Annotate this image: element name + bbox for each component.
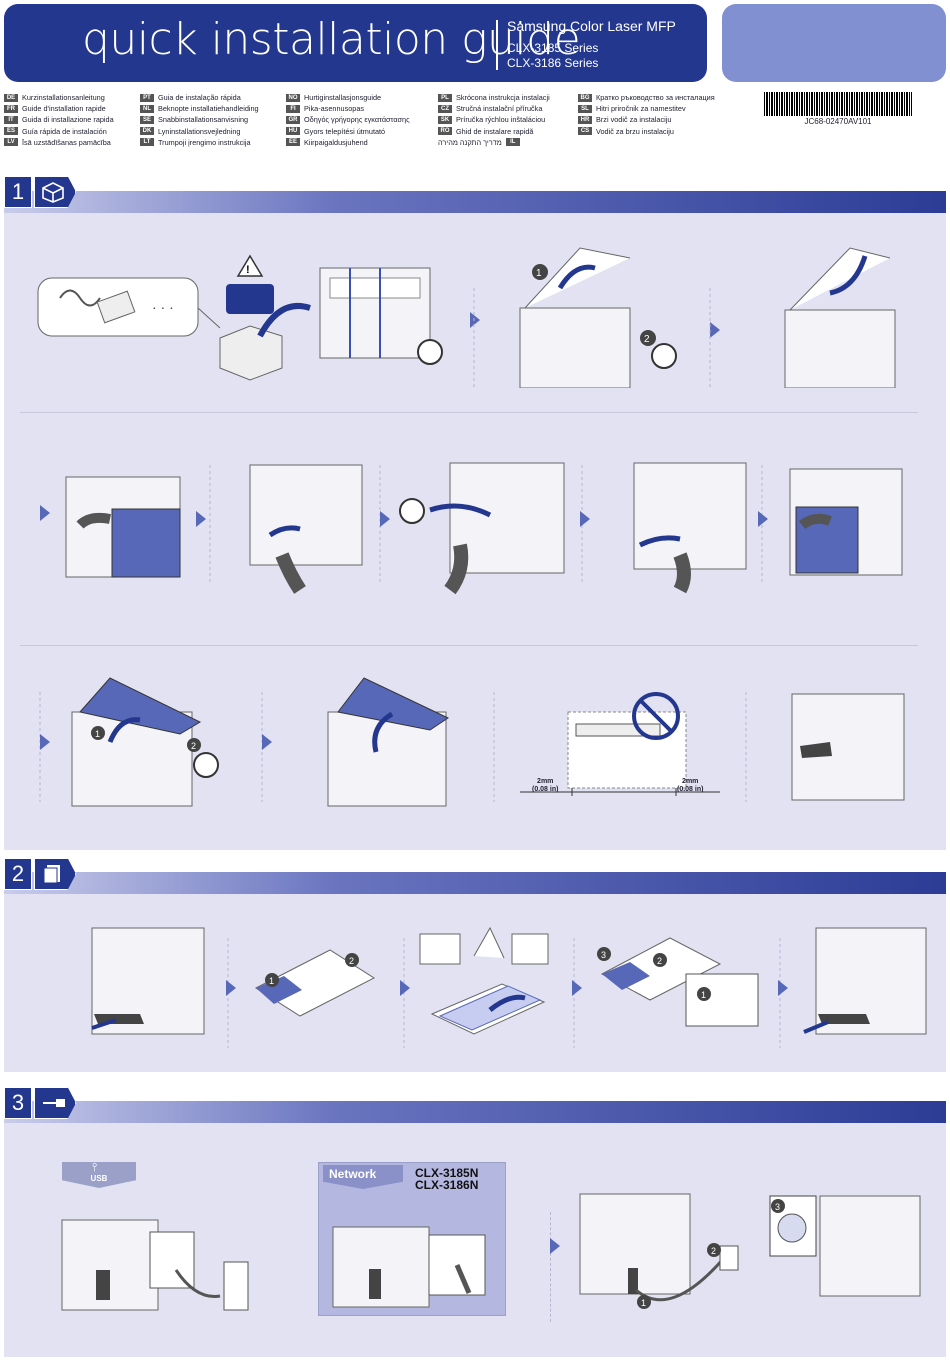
callout-2: 2: [657, 956, 662, 966]
barcode: [764, 92, 912, 116]
power-on-illustration: 3: [769, 1195, 921, 1297]
power-connection-illustration: 1 2: [579, 1193, 739, 1309]
clearance-left-label: 2mm(0.08 in): [532, 778, 559, 793]
callout-1: 1: [701, 990, 706, 1000]
callout-3: 3: [601, 950, 606, 960]
tape-removal-illustrations: 1 2: [39, 677, 905, 807]
divider: [20, 645, 918, 646]
step-3-number: 3: [4, 1087, 32, 1119]
header-divider: [496, 20, 498, 70]
callout-2: 2: [644, 334, 650, 345]
callout-2: 2: [349, 956, 354, 966]
step-2-number: 2: [4, 858, 32, 890]
callout-2: 2: [191, 741, 196, 751]
usb-cable-icon: [34, 1087, 76, 1119]
barcode-number: JC68-02470AV101: [804, 117, 872, 126]
callout-2: 2: [711, 1246, 716, 1256]
header-banner: quick installation guide Samsung Color L…: [4, 4, 707, 82]
network-panel: Network CLX-3185N CLX-3186N: [318, 1162, 506, 1316]
series-item: CLX-3185 Series: [507, 41, 599, 55]
divider: [20, 412, 918, 413]
toner-illustrations: [40, 462, 903, 595]
callout-1: 1: [641, 1298, 646, 1308]
clearance-right-label: 2mm(0.08 in): [677, 778, 704, 793]
step-1-number: 1: [4, 176, 32, 208]
paper-stack-icon: [34, 858, 76, 890]
paper-loading-illustrations: 1 2 3 2 1: [91, 926, 927, 1048]
step-3-bar: [4, 1101, 946, 1123]
brand-name: Samsung Color Laser MFP: [507, 18, 676, 34]
step-1-bar: [4, 191, 946, 213]
network-label: Network: [329, 1167, 377, 1181]
callout-1: 1: [269, 976, 274, 986]
callout-1: 1: [536, 268, 542, 279]
step-2-bar: [4, 872, 946, 894]
network-models: CLX-3185N CLX-3186N: [415, 1166, 479, 1192]
network-connection-illustration: [332, 1226, 486, 1308]
guide-title: quick installation guide: [82, 14, 581, 65]
series-item: CLX-3186 Series: [507, 56, 599, 70]
callout-3: 3: [775, 1202, 780, 1212]
svg-text:!: !: [246, 264, 250, 276]
printer-panel-open: [40, 476, 181, 578]
step-arrow: [550, 1238, 560, 1254]
usb-icon: ⫯: [92, 1160, 98, 1174]
series-list: CLX-3185 Series CLX-3186 Series: [507, 41, 598, 71]
unpack-illustrations: · · · ! 1 2: [37, 247, 896, 388]
svg-text:· · ·: · · ·: [152, 299, 174, 315]
box-icon: [34, 176, 76, 208]
divider: [550, 1212, 551, 1322]
usb-label: USB: [90, 1174, 108, 1183]
header-side-panel: [722, 4, 946, 82]
callout-1: 1: [95, 729, 100, 739]
usb-connection-illustration: [61, 1219, 249, 1311]
